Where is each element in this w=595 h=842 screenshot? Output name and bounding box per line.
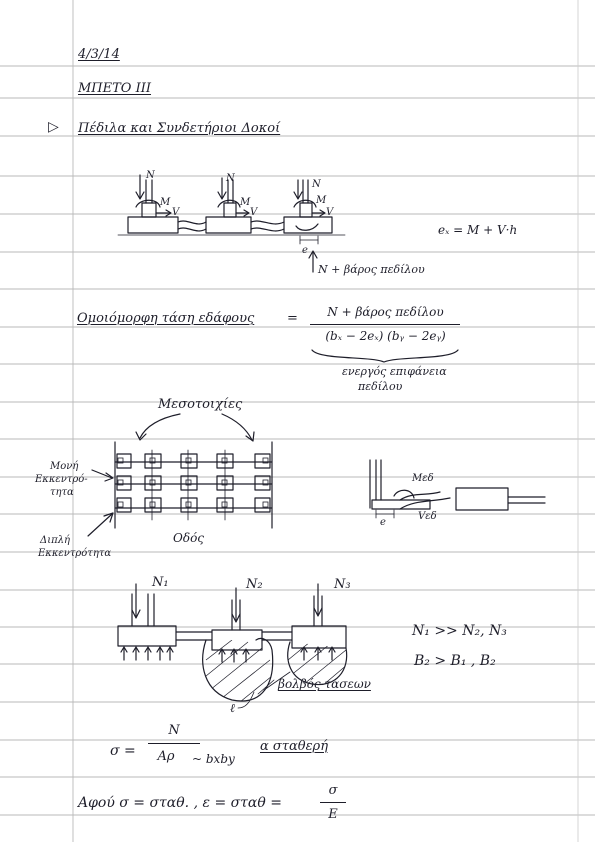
final-denominator: E — [328, 807, 338, 822]
fig2-label-m: Mεδ — [412, 473, 434, 484]
sigma-approx: ~ bxby — [192, 752, 235, 766]
fig1-label-v2: V — [250, 207, 258, 218]
uniform-fraction-bar — [310, 324, 460, 325]
width-relation: B₂ > B₁ , B₂ — [414, 653, 496, 669]
load-n2: N₂ — [246, 577, 263, 592]
eccentricity-equation: eₓ = M + V·h — [438, 223, 518, 237]
load-n3: N₃ — [334, 577, 351, 592]
sigma-constant-note: α σταθερή — [260, 739, 328, 754]
fig1-label-n3: N — [312, 179, 321, 190]
fig2-label-e: e — [380, 517, 386, 528]
fig2-label-v: Vεδ — [418, 511, 437, 522]
single-eccentricity-label-1: Μονή — [50, 461, 79, 472]
effective-area-label: ενεργός επιφάνεια — [342, 365, 447, 378]
single-eccentricity-label-2: Εκκεντρό- — [35, 474, 88, 485]
sigma-fraction-bar — [148, 743, 200, 744]
sigma-denominator: Aρ — [157, 749, 175, 764]
load-n1: N₁ — [152, 575, 169, 590]
road-label: Οδός — [173, 531, 205, 545]
uniform-denominator: (bₓ − 2eₓ) (bᵧ − 2eᵧ) — [325, 329, 446, 343]
final-fraction-bar — [320, 802, 346, 803]
fig1-label-m3: M — [316, 195, 327, 206]
double-eccentricity-label-1: Διπλή — [40, 535, 71, 546]
single-eccentricity-label-3: τητα — [50, 487, 74, 498]
reaction-label: N + βάρος πεδίλου — [318, 263, 425, 276]
uniform-pressure-label: Ομοιόμορφη τάση εδάφους — [77, 311, 255, 326]
bulb-mark: ℓ — [230, 701, 235, 715]
uniform-equals: = — [287, 311, 298, 326]
double-eccentricity-label-2: Εκκεντρότητα — [38, 548, 112, 559]
fig1-label-e: e — [302, 245, 308, 256]
load-relation: N₁ >> N₂, N₃ — [412, 623, 507, 639]
date: 4/3/14 — [78, 47, 120, 62]
sigma-numerator: N — [168, 723, 180, 738]
section-bullet-icon: ▷ — [48, 119, 59, 135]
section-title: Πέδιλα και Συνδετήριοι Δοκοί — [78, 121, 281, 136]
plan-title: Μεσοτοιχίες — [158, 397, 243, 412]
fig1-label-v3: V — [326, 207, 334, 218]
fig1-label-n2: N — [226, 173, 235, 184]
uniform-numerator: N + βάρος πεδίλου — [327, 305, 444, 319]
final-numerator: σ — [328, 783, 338, 798]
fig1-label-v1: V — [172, 207, 180, 218]
effective-area-label-2: πεδίλου — [358, 380, 403, 393]
fig1-label-n1: N — [146, 170, 155, 181]
fig1-label-m1: M — [160, 197, 171, 208]
final-statement: Αφού σ = σταθ. , ε = σταθ = — [78, 795, 282, 811]
pressure-bulb-label: βολβός τάσεων — [278, 677, 371, 691]
course-title: ΜΠΕΤΟ ΙΙΙ — [78, 81, 152, 96]
fig1-label-m2: M — [240, 197, 251, 208]
sigma-lhs: σ = — [110, 743, 136, 759]
